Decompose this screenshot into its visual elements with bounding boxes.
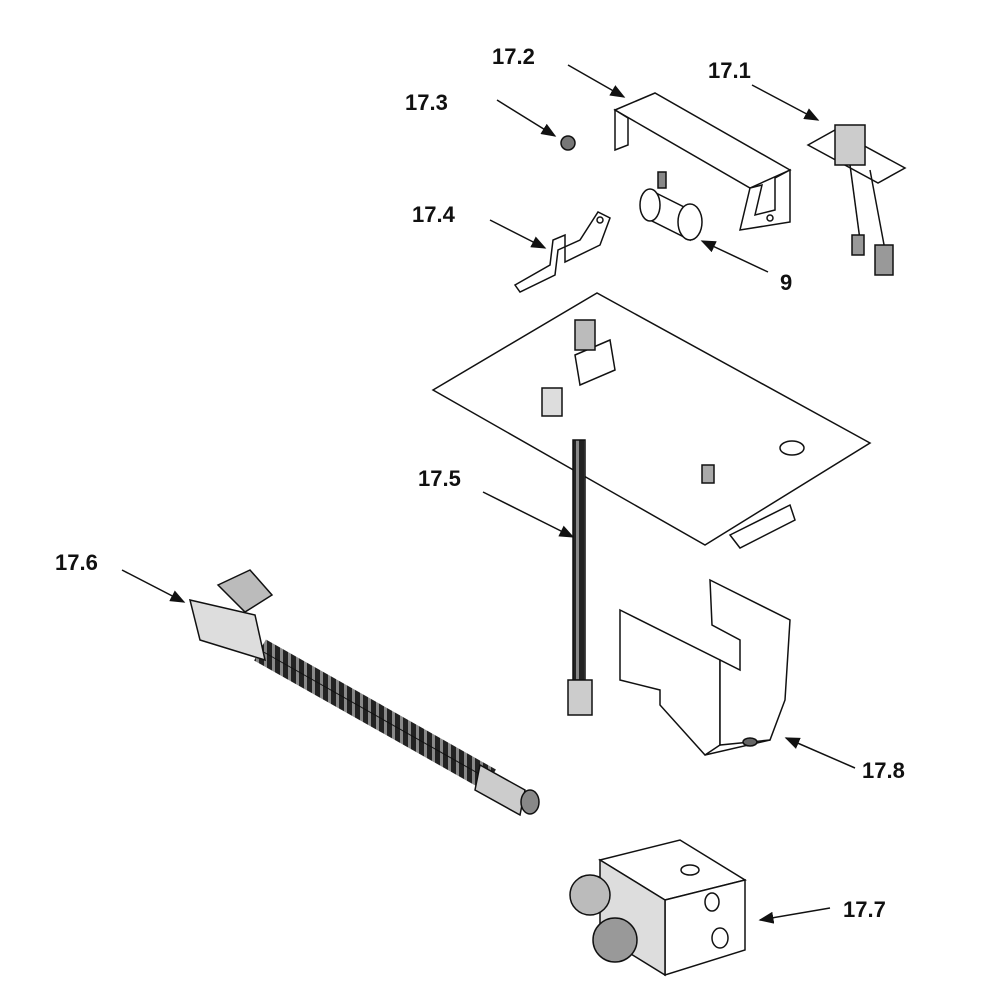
label-17-3: 17.3 (405, 90, 448, 115)
label-17-4: 17.4 (412, 202, 455, 227)
leader-17-8 (784, 737, 856, 769)
leader-17-5 (482, 491, 575, 538)
label-17-7: 17.7 (843, 897, 886, 922)
leader-17-6 (121, 569, 186, 603)
label-17-8: 17.8 (862, 758, 905, 783)
bracket-17-8 (619, 578, 791, 756)
base-plate (431, 292, 872, 549)
flex-line-17-5 (567, 439, 593, 716)
label-17-6: 17.6 (55, 550, 98, 575)
label-17-5: 17.5 (418, 466, 461, 491)
leader-17-7 (758, 907, 831, 924)
pilot-assembly-17-1 (806, 124, 907, 276)
hose-valve-17-6 (188, 569, 540, 817)
leader-17-2 (567, 64, 626, 98)
label-17-1: 17.1 (708, 58, 751, 83)
label-17-2: 17.2 (492, 44, 535, 69)
label-9: 9 (780, 270, 793, 295)
gas-valve-17-7 (569, 839, 747, 977)
bracket-17-4 (513, 211, 611, 293)
leader-17-4 (489, 219, 547, 249)
cylinder-9 (639, 171, 703, 242)
bracket-17-2 (613, 92, 792, 231)
leader-9 (700, 240, 769, 273)
nut-17-3 (560, 135, 576, 151)
leader-17-1 (751, 84, 820, 121)
leader-17-3 (496, 99, 557, 137)
